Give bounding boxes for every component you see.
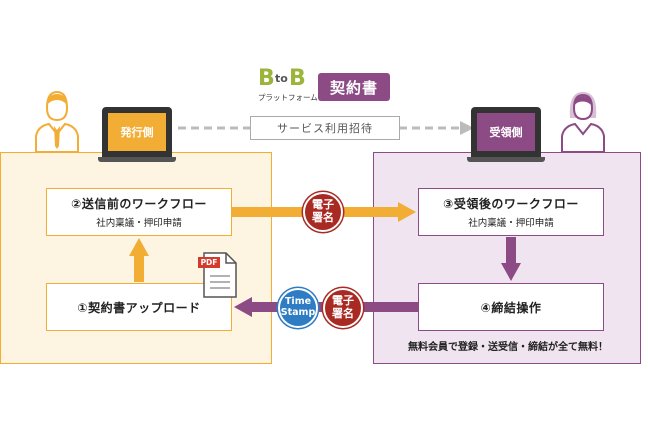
esign-top-line2: 署名 (312, 211, 334, 224)
logo-product-badge: 契約書 (318, 73, 390, 101)
logo: B to B プラットフォーム 契約書 (258, 66, 398, 106)
timestamp-line1: Time (284, 296, 312, 308)
step-post-workflow-sub: 社内稟議・押印申請 (468, 218, 554, 229)
invite-label: サービス利用招待 (250, 116, 400, 140)
businessman-icon (35, 90, 79, 152)
logo-b2: B (289, 66, 306, 91)
timestamp-badge: Time Stamp (278, 288, 318, 328)
timestamp-line2: Stamp (280, 307, 316, 318)
step-post-workflow: ③受領後のワークフロー 社内稟議・押印申請 (418, 188, 604, 236)
arrow-down (501, 237, 521, 281)
businesswoman-icon (561, 92, 605, 152)
receiver-label: 受領側 (477, 113, 535, 151)
logo-to: to (275, 72, 288, 85)
esign-badge-bottom: 電子 署名 (323, 288, 363, 328)
esign-bottom-line1: 電子 (332, 294, 354, 308)
receiver-laptop: 受領側 (467, 107, 545, 162)
invite-arrow (178, 121, 474, 135)
pdf-label: PDF (200, 258, 218, 267)
step-pre-workflow: ②送信前のワークフロー 社内稟議・押印申請 (46, 188, 232, 236)
step-post-workflow-title: ③受領後のワークフロー (443, 197, 579, 211)
esign-top-line1: 電子 (312, 198, 334, 212)
step-conclude: ④締結操作 (418, 283, 604, 331)
step-conclude-title: ④締結操作 (480, 300, 542, 315)
footer-note: 無料会員で登録・送受信・締結が全て無料！ (408, 342, 608, 353)
step-pre-workflow-title: ②送信前のワークフロー (71, 197, 207, 211)
step-upload: ①契約書アップロード (46, 283, 232, 331)
esign-bottom-line2: 署名 (332, 307, 354, 320)
pdf-document-icon: PDF (198, 252, 238, 298)
issuer-laptop: 発行側 (98, 107, 176, 162)
esign-badge-top: 電子 署名 (303, 192, 343, 232)
logo-platform: プラットフォーム (258, 93, 318, 102)
step-upload-title: ①契約書アップロード (77, 300, 201, 315)
arrow-up (129, 238, 149, 282)
logo-b1: B (258, 66, 275, 91)
issuer-label: 発行側 (108, 113, 166, 151)
logo-product: 契約書 (329, 78, 378, 97)
step-pre-workflow-sub: 社内稟議・押印申請 (96, 218, 182, 229)
